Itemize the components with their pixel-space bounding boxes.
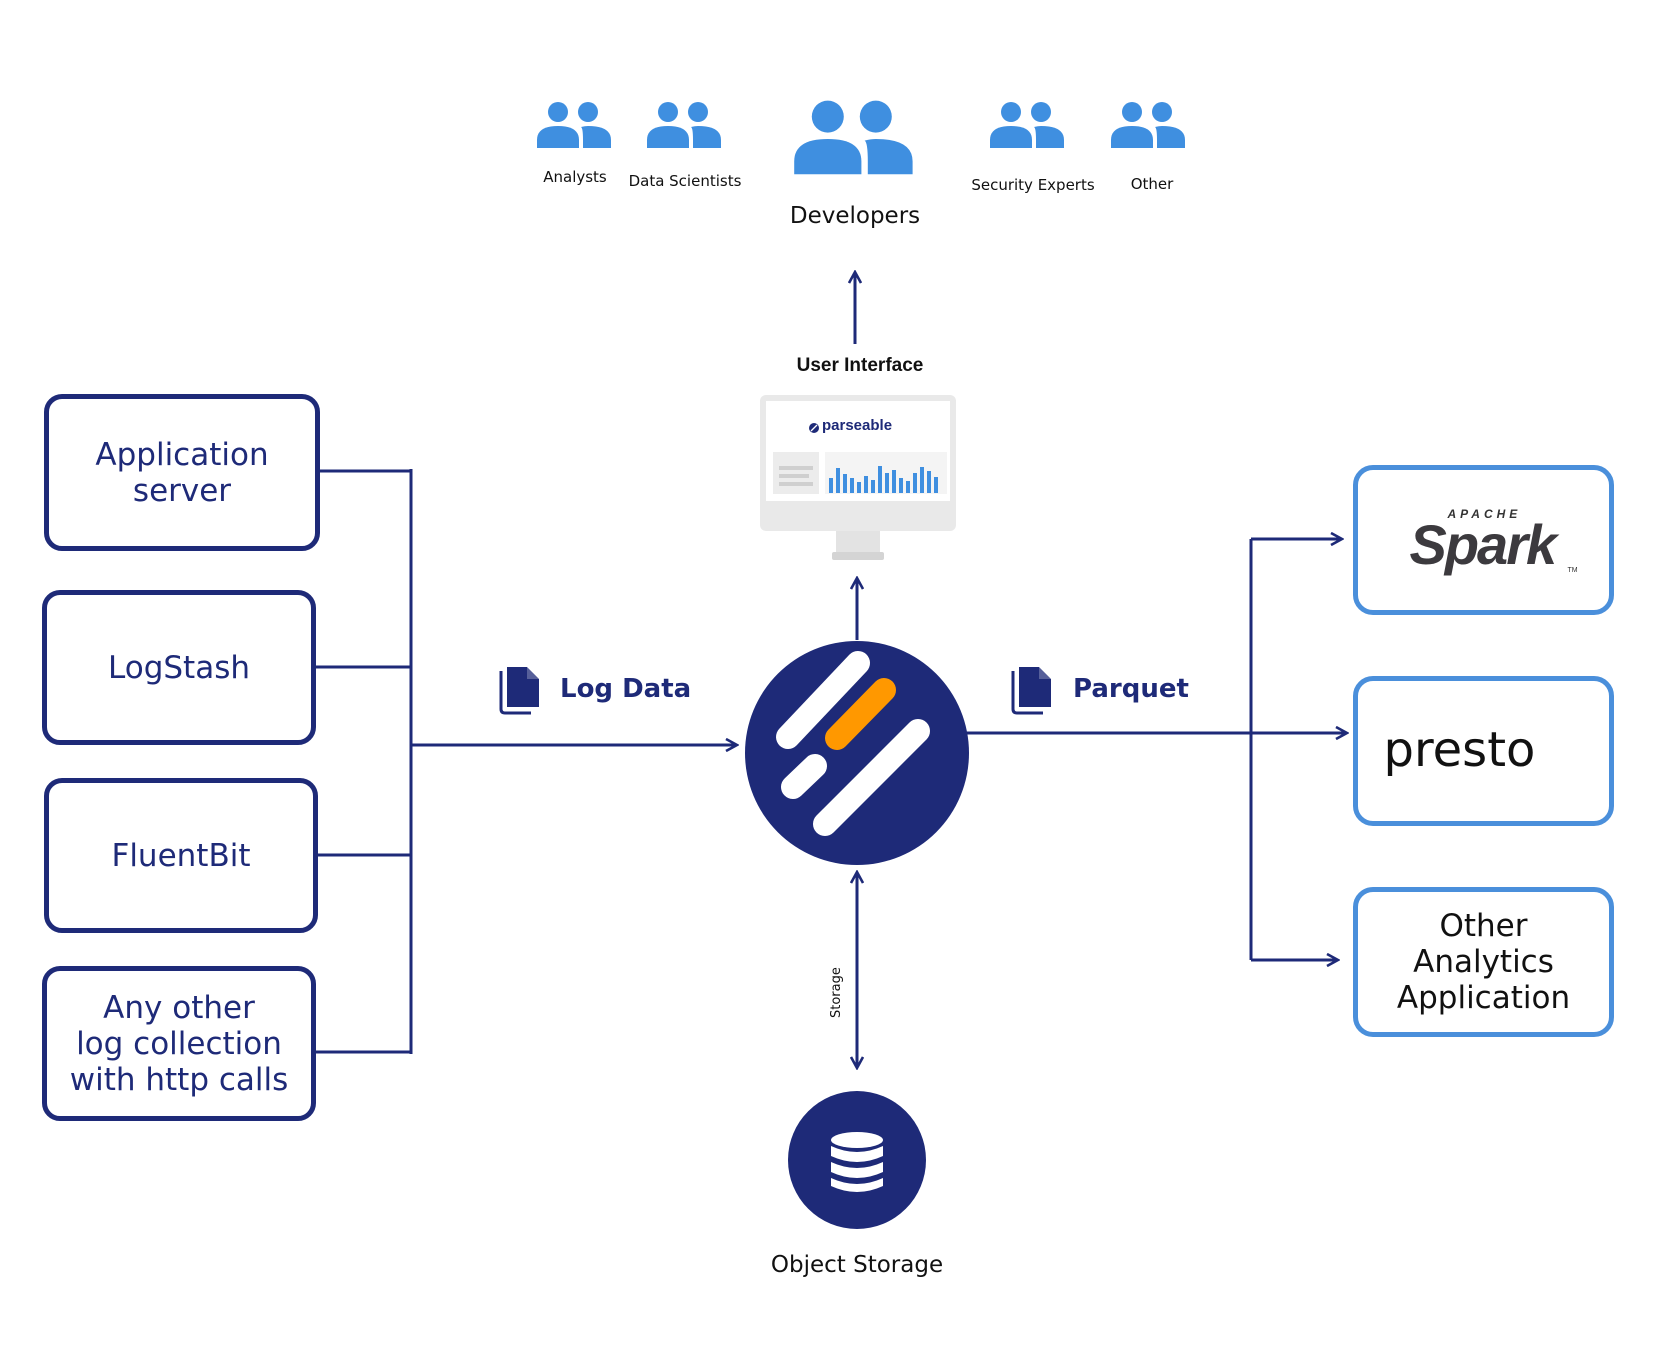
- ui-monitor: [760, 395, 956, 560]
- destination-other-analytics: Other Analytics Application: [1353, 887, 1614, 1037]
- parseable-logo-icon: [745, 641, 969, 865]
- source-fluentbit-label: FluentBit: [111, 837, 251, 874]
- other-users-label: Other: [1130, 175, 1174, 193]
- source-any-other-label: Any other log collection with http calls: [69, 989, 289, 1098]
- other-users-icon: [1111, 102, 1185, 148]
- spark-logo: APACHE Spark TM: [1364, 485, 1604, 595]
- developers-icon: [794, 100, 913, 175]
- ui-mini-chart: [829, 466, 938, 493]
- source-any-other: Any other log collection with http calls: [42, 966, 316, 1121]
- database-icon: [788, 1091, 926, 1229]
- analysts-label: Analysts: [543, 168, 607, 186]
- destination-presto: presto: [1353, 676, 1614, 826]
- source-fluentbit: FluentBit: [44, 778, 318, 933]
- parquet-label: Parquet: [1073, 674, 1189, 704]
- parquet-connectors: [967, 539, 1347, 960]
- source-logstash: LogStash: [42, 590, 316, 745]
- presto-text: presto: [1383, 722, 1536, 778]
- source-logstash-label: LogStash: [108, 649, 250, 686]
- object-storage-label: Object Storage: [770, 1252, 944, 1278]
- developers-label: Developers: [789, 203, 921, 229]
- log-data-doc-icon: [499, 665, 541, 715]
- analysts-icon: [537, 102, 611, 148]
- source-application-server: Application server: [44, 394, 320, 551]
- spark-tm-text: TM: [1567, 567, 1578, 574]
- source-application-server-label: Application server: [95, 436, 269, 509]
- security-experts-label: Security Experts: [971, 176, 1095, 194]
- log-data-label: Log Data: [560, 674, 692, 704]
- spark-apache-text: APACHE: [1447, 507, 1522, 521]
- source-connectors: [316, 469, 413, 1054]
- parseable-mini-logo-icon: [809, 423, 819, 433]
- destination-other-analytics-label: Other Analytics Application: [1396, 908, 1571, 1016]
- presto-logo: presto: [1364, 696, 1604, 806]
- data-scientists-icon: [647, 102, 721, 148]
- storage-flow-label: Storage: [829, 967, 844, 1018]
- user-interface-label: User Interface: [796, 355, 924, 376]
- security-experts-icon: [990, 102, 1064, 148]
- parquet-doc-icon: [1011, 665, 1053, 715]
- ui-brand-text: parseable: [822, 417, 893, 434]
- data-scientists-label: Data Scientists: [628, 172, 742, 190]
- spark-text: Spark: [1409, 513, 1558, 576]
- destination-spark: APACHE Spark TM: [1353, 465, 1614, 615]
